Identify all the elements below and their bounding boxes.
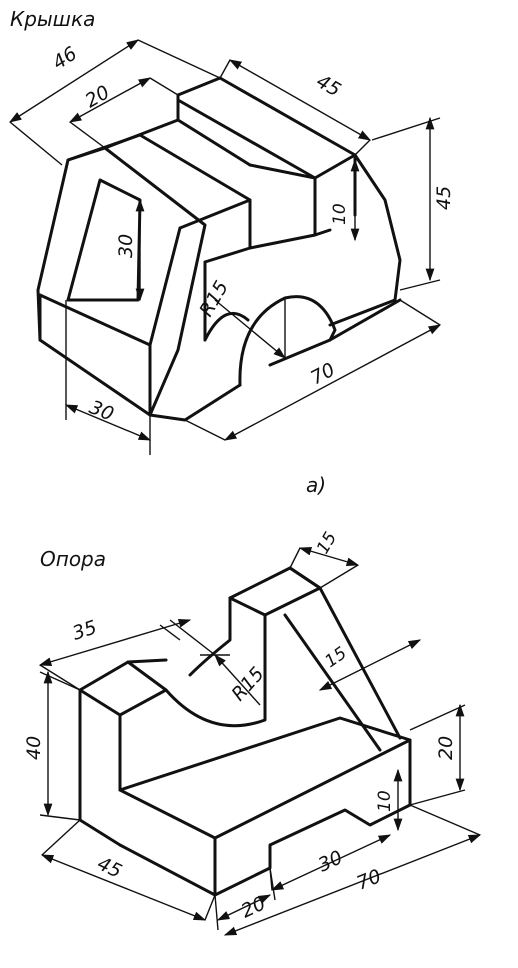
krishka-dim-70: 70 (307, 359, 339, 390)
opora-dim-35: 35 (70, 616, 100, 644)
krishka-dim-30-bottom: 30 (86, 396, 117, 425)
figure-caption-a: a) (306, 473, 326, 497)
opora-dim-70: 70 (354, 865, 385, 894)
krishka-title: Крышка (10, 7, 95, 31)
opora-dim-40: 40 (23, 736, 45, 760)
opora-dimensions: 15 35 R15 15 40 20 10 (23, 529, 482, 936)
krishka-dim-20: 20 (82, 81, 114, 112)
krishka-dim-10: 10 (330, 203, 350, 225)
opora-dim-10: 10 (375, 790, 395, 812)
krishka-drawing: Крышка (8, 7, 455, 455)
opora-dim-15-rib: 15 (321, 643, 350, 672)
opora-dim-30: 30 (315, 846, 346, 876)
krishka-dim-45-right: 45 (433, 186, 455, 210)
opora-dim-20-bottom: 20 (238, 892, 269, 922)
krishka-dimensions: 46 20 45 45 10 30 30 (8, 39, 455, 455)
opora-drawing: Опора 15 (23, 529, 482, 936)
krishka-dim-46: 46 (49, 43, 81, 75)
krishka-outline (36, 76, 402, 422)
opora-title: Опора (40, 547, 106, 571)
opora-dim-20-right: 20 (435, 736, 457, 760)
krishka-dim-30-inner: 30 (115, 234, 137, 258)
krishka-dim-45-top: 45 (313, 70, 345, 101)
opora-dim-r15: R15 (227, 663, 268, 706)
opora-outline (78, 566, 412, 897)
